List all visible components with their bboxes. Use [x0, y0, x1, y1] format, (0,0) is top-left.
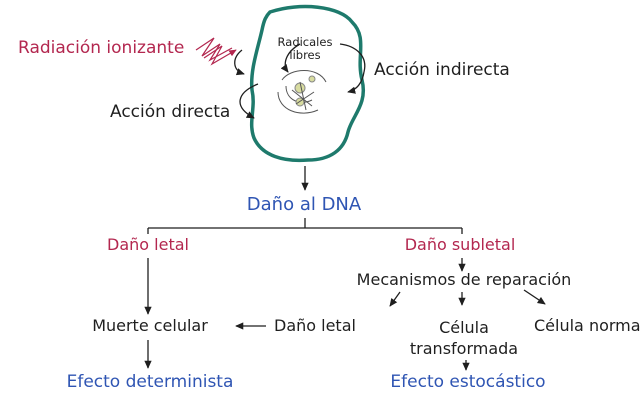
indirect-action-label: Acción indirecta — [374, 60, 510, 80]
repair-mechanisms-label: Mecanismos de reparación — [356, 270, 572, 289]
flow-lines — [144, 166, 546, 371]
radical-dot — [308, 75, 316, 83]
radicals-line1: Radicales — [277, 35, 333, 49]
lethal-damage-label: Daño letal — [107, 235, 189, 254]
radicals-line2: libres — [289, 48, 321, 63]
radicals-label: Radicales libres — [276, 35, 334, 63]
action-arrows — [234, 43, 366, 119]
transformed-cell-label: Célula transformada — [410, 318, 518, 360]
dna-damage-label: Daño al DNA — [246, 194, 362, 215]
sublethal-damage-label: Daño subletal — [404, 235, 516, 254]
direct-action-label: Acción directa — [110, 102, 231, 122]
normal-cell-label: Célula normal — [534, 316, 640, 335]
transformed-cell-line1: Célula — [439, 318, 489, 337]
lethal-damage-2-label: Daño letal — [274, 316, 356, 335]
nucleus — [277, 70, 327, 114]
radiation-rays — [195, 37, 237, 66]
stochastic-effect-label: Efecto estocástico — [390, 372, 546, 392]
radiation-label: Radiación ionizante — [18, 38, 185, 58]
transformed-cell-line2: transformada — [409, 338, 519, 358]
cell-membrane — [249, 4, 366, 163]
cell-death-label: Muerte celular — [92, 316, 208, 335]
deterministic-effect-label: Efecto determinista — [66, 372, 234, 392]
